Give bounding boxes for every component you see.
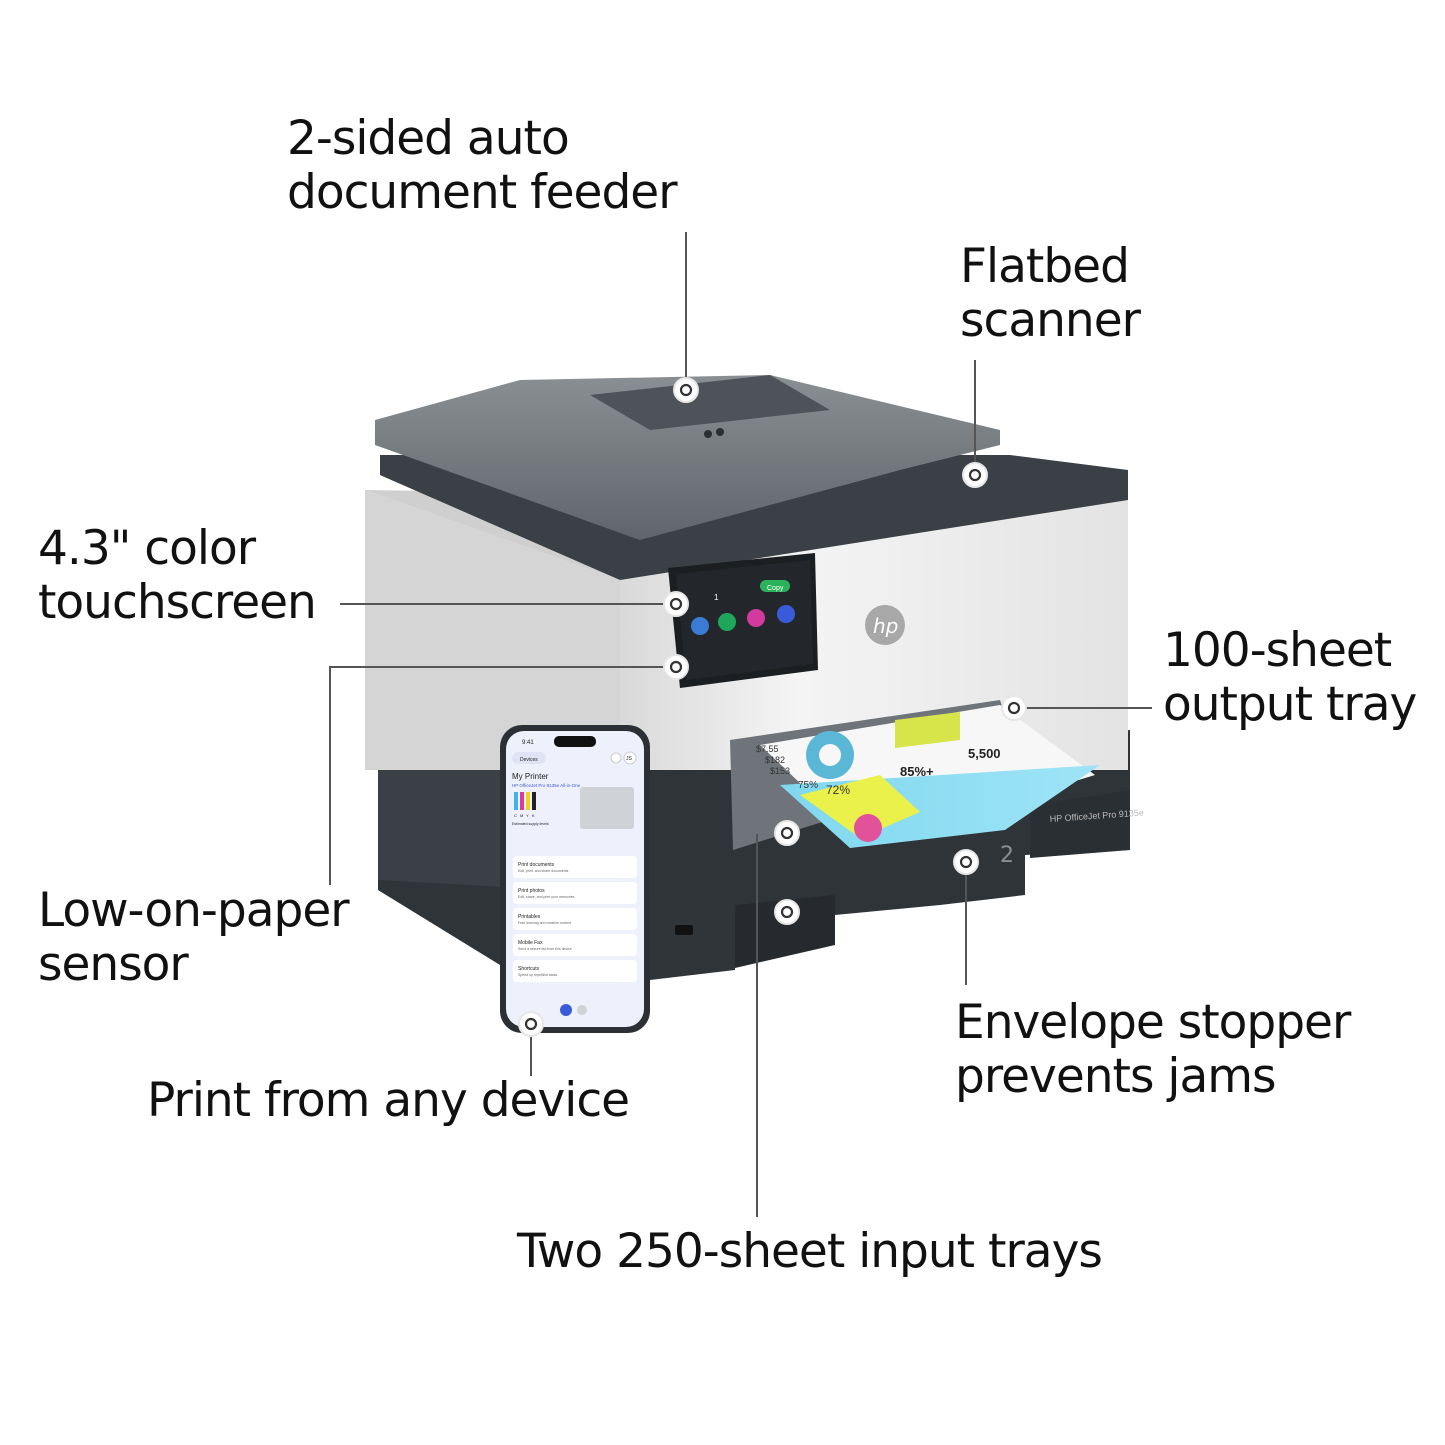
ink-caption: Estimated supply levels: [512, 822, 549, 826]
phone-menu-title: Mobile Fax: [518, 940, 543, 946]
devices-back-button: [512, 752, 546, 764]
phone-menu-title: Print photos: [518, 888, 545, 894]
scanner-lid: [375, 375, 1128, 580]
print-icon: [777, 605, 795, 623]
phone-menu-subtitle: Edit, share, and print your memories: [518, 895, 575, 899]
phone-menu-subtitle: Free learning and creative content: [518, 921, 571, 925]
touchscreen-marker: [663, 591, 689, 617]
adf-marker: [673, 377, 699, 403]
nav-home-icon: [560, 1004, 572, 1016]
svg-text:Copy: Copy: [767, 585, 784, 592]
avatar: [623, 751, 637, 765]
callout-flatbed-scanner: Flatbed scanner: [960, 239, 1141, 348]
envelope-stopper-marker: [953, 849, 979, 875]
svg-text:C: C: [514, 813, 517, 818]
output-area: [730, 700, 1100, 850]
callout-any-device: Print from any device: [147, 1073, 630, 1128]
svg-text:K: K: [532, 813, 535, 818]
phone-time: 9:41: [522, 740, 534, 746]
svg-text:M: M: [520, 813, 523, 818]
phone-menu-title: Printables: [518, 914, 541, 920]
bell-icon: [610, 752, 622, 764]
menu-icon: [691, 617, 709, 635]
touchscreen: Copy 1: [668, 553, 818, 688]
phone-menu-subtitle: Edit, print, and share documents: [518, 869, 569, 873]
phone-heading: My Printer: [512, 772, 549, 781]
phone-menu-subtitle: Speed up repetitive tasks: [518, 973, 558, 977]
svg-text:1: 1: [714, 593, 719, 602]
any-device-marker: [518, 1011, 544, 1037]
phone-menu-subtitle: Send a secure fax from this device: [518, 947, 572, 951]
phone-menu-title: Shortcuts: [518, 966, 540, 972]
scan-icon: [747, 609, 765, 627]
phone-user-initials: JS: [626, 756, 633, 762]
svg-text:Y: Y: [526, 813, 529, 818]
phone: [500, 725, 650, 1033]
copy-icon: [718, 613, 736, 631]
flatbed-marker: [962, 462, 988, 488]
paper-sensor-marker: [663, 654, 689, 680]
nav-printer-icon: [577, 1005, 587, 1015]
phone-back-label: Devices: [520, 757, 538, 763]
printout-value: $7.55: [756, 744, 779, 754]
printout-value: 5,500: [968, 746, 1001, 761]
callout-envelope-stopper: Envelope stopper prevents jams: [955, 995, 1351, 1104]
input-tray-marker: [774, 899, 800, 925]
input-tray-marker: [774, 820, 800, 846]
printout-value: $182: [765, 755, 785, 765]
phone-printer-name: HP OfficeJet Pro 9135e All-in-One: [512, 783, 581, 788]
screen-copy-button: [760, 580, 790, 592]
callout-input-trays: Two 250-sheet input trays: [517, 1224, 1103, 1279]
callout-touchscreen: 4.3" color touchscreen: [38, 521, 317, 630]
callout-adf: 2-sided auto document feeder: [287, 111, 678, 220]
printout-value: 72%: [826, 783, 850, 797]
callout-output-tray: 100-sheet output tray: [1163, 623, 1417, 732]
tray-number: 2: [1000, 843, 1014, 868]
output-tray-marker: [1001, 695, 1027, 721]
hp-logo: hp: [865, 605, 905, 645]
phone-menu-title: Print documents: [518, 862, 555, 868]
callout-lines: [329, 232, 1152, 1217]
printout-value: 85%+: [900, 764, 934, 779]
callout-paper-sensor: Low-on-paper sensor: [38, 883, 350, 992]
svg-text:hp: hp: [873, 614, 898, 638]
printout-value: 75%: [798, 780, 818, 791]
printout-value: $153: [770, 766, 790, 776]
